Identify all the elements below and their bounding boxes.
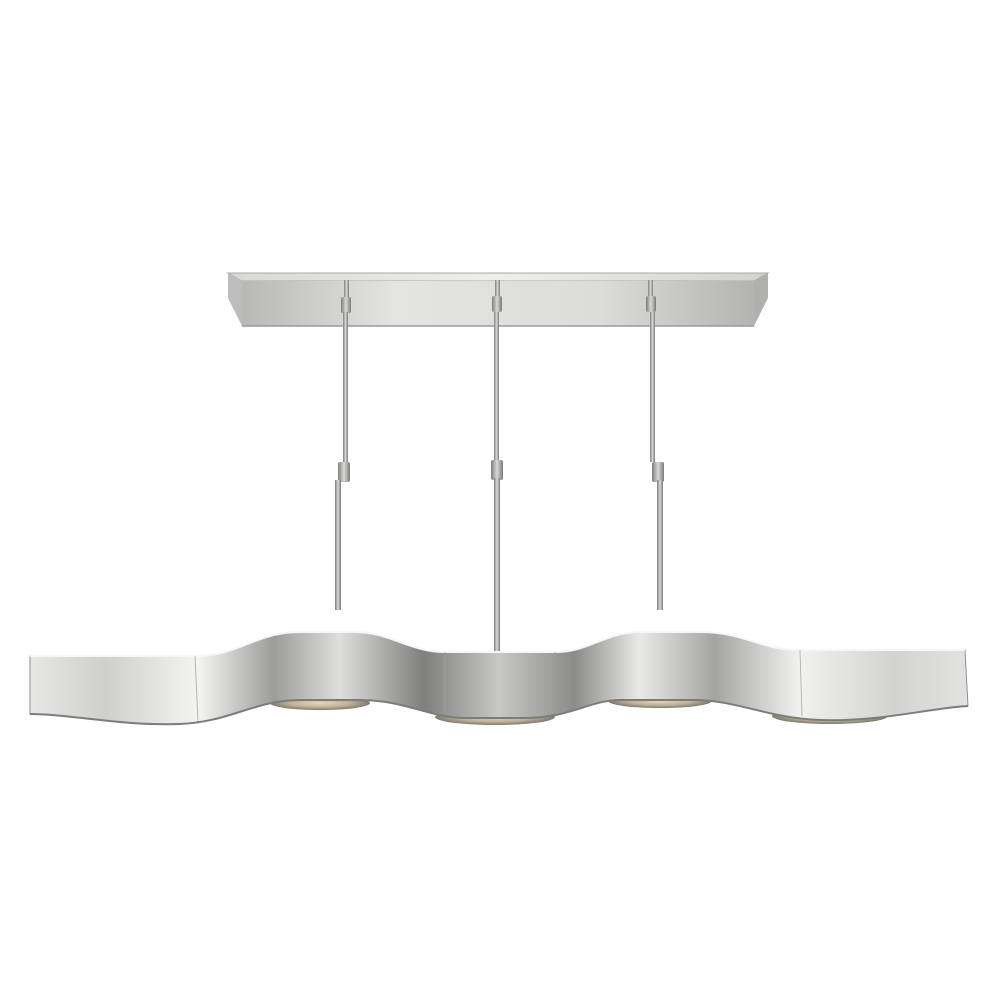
suspension-rod-left <box>335 280 351 610</box>
suspension-rod-right <box>646 280 664 610</box>
lamp-body <box>29 631 969 726</box>
suspension-rod-center <box>491 280 503 688</box>
